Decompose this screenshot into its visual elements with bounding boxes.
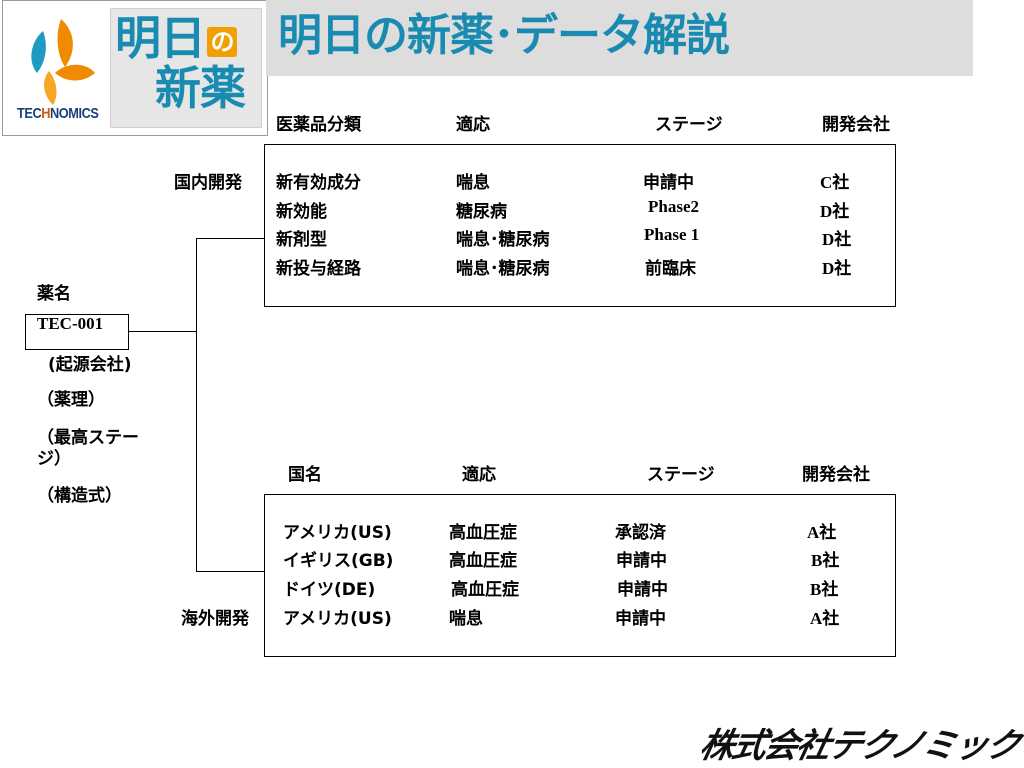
overseas-cell: アメリカ(US) [283,609,392,629]
domestic-cell: D社 [822,259,852,278]
drug-code-box [25,314,129,350]
domestic-cell: 糖尿病 [456,202,507,222]
technomics-logo-icon [31,19,95,105]
drug-structure: （構造式） [37,486,122,506]
overseas-header-stage: ステージ [647,465,715,485]
overseas-cell: アメリカ(US) [283,523,392,543]
drug-code: TEC-001 [37,314,104,333]
overseas-cell: 高血圧症 [449,523,517,543]
domestic-cell: Phase 1 [644,225,700,244]
page-title: 明日の新薬･データ解説 [278,10,730,61]
domestic-table [264,144,896,307]
overseas-cell: イギリス(GB) [283,551,394,571]
overseas-cell: A社 [807,523,837,542]
connector-line [129,331,197,332]
domestic-cell: 喘息 [456,173,490,193]
overseas-header-country: 国名 [288,465,322,485]
overseas-cell: ドイツ(DE) [283,580,376,600]
domestic-cell: 新効能 [276,202,327,222]
domestic-header-indication: 適応 [456,115,490,135]
domestic-cell: 喘息･糖尿病 [456,259,550,279]
domestic-cell: 新剤型 [276,230,327,250]
overseas-cell: 高血圧症 [451,580,519,600]
logo-text: TECHNOMICS [17,105,99,122]
domestic-side-label: 国内開発 [174,173,242,193]
domestic-cell: Phase2 [648,197,699,216]
overseas-cell: 申請中 [617,580,668,600]
overseas-cell: A社 [810,609,840,628]
domestic-cell: 申請中 [643,173,694,193]
domestic-header-company: 開発会社 [822,115,890,135]
overseas-cell: 承認済 [615,523,666,543]
domestic-header-category: 医薬品分類 [276,115,361,135]
brand-line-1: 明日の [115,13,237,63]
overseas-header-company: 開発会社 [802,465,870,485]
domestic-cell: D社 [820,202,850,221]
drug-pharmacology: （薬理） [37,390,105,410]
connector-line [196,571,264,572]
domestic-cell: D社 [822,230,852,249]
drug-highest-stage: （最高ステー [37,428,139,448]
overseas-cell: 申請中 [615,609,666,629]
connector-line [196,238,264,239]
domestic-cell: C社 [820,173,850,192]
brand-line-2: 新薬 [155,61,246,115]
title-bar: 明日の新薬･データ解説 [266,0,973,76]
domestic-cell: 新有効成分 [276,173,361,193]
drug-name-label: 薬名 [37,284,71,304]
overseas-cell: B社 [810,580,839,599]
overseas-header-indication: 適応 [462,465,496,485]
overseas-table [264,494,896,657]
connector-line [196,238,197,572]
drug-highest-stage-cont: ジ） [37,449,71,469]
brand-no-badge: の [207,26,237,57]
overseas-cell: 申請中 [616,551,667,571]
domestic-cell: 前臨床 [645,259,696,279]
domestic-cell: 新投与経路 [276,259,361,279]
overseas-side-label: 海外開発 [181,609,249,629]
domestic-cell: 喘息･糖尿病 [456,230,550,250]
drug-origin: (起源会社) [48,355,132,375]
overseas-cell: B社 [811,551,840,570]
overseas-cell: 喘息 [449,609,483,629]
domestic-header-stage: ステージ [655,115,723,135]
company-logo-text: 株式会社テクノミック [696,726,1023,766]
overseas-cell: 高血圧症 [449,551,517,571]
brand-panel: 明日の 新薬 [110,8,262,128]
